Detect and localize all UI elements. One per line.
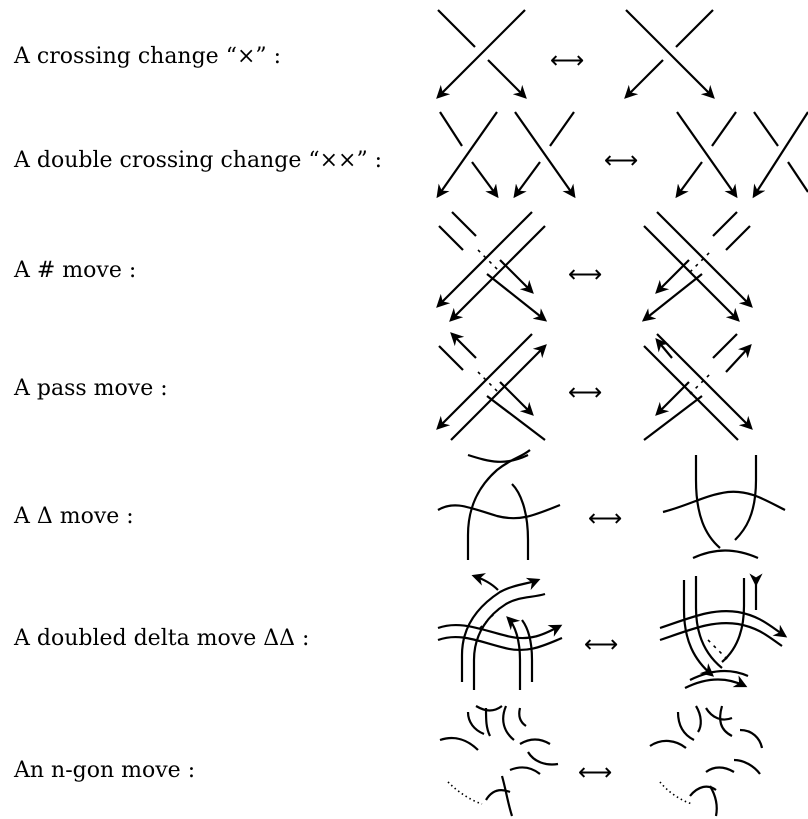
pass-move-left	[436, 332, 547, 441]
delta-move-left	[437, 449, 561, 560]
double-crossing-left	[436, 111, 576, 199]
delta-move-right	[662, 455, 786, 560]
equivalence-arrow-3: ⟷	[568, 260, 603, 288]
label-doubled-delta-move: A doubled delta move ΔΔ :	[14, 626, 310, 651]
equivalence-arrow-4: ⟷	[568, 378, 603, 406]
sharp-move-left	[436, 211, 548, 322]
crossing-change-right	[624, 9, 715, 99]
label-pass-move: A pass move :	[14, 376, 168, 401]
double-crossing-right	[675, 111, 808, 199]
equivalence-arrow-1: ⟷	[550, 46, 585, 74]
crossing-change-left	[436, 9, 527, 99]
n-gon-left	[439, 705, 559, 817]
equivalence-arrow-5: ⟷	[588, 504, 623, 532]
label-sharp-move: A # move :	[14, 258, 137, 283]
equivalence-arrow-2: ⟷	[604, 146, 639, 174]
sharp-move-right	[641, 211, 753, 322]
doubled-delta-left	[437, 573, 563, 690]
pass-move-right	[643, 333, 753, 441]
equivalence-arrow-6: ⟷	[584, 630, 619, 658]
label-double-crossing-change: A double crossing change “××” :	[14, 148, 383, 173]
n-gon-right	[649, 705, 764, 817]
doubled-delta-right	[659, 573, 788, 689]
label-crossing-change: A crossing change “×” :	[14, 44, 282, 69]
label-n-gon-move: An n-gon move :	[14, 758, 196, 783]
equivalence-arrow-7: ⟷	[578, 758, 613, 786]
label-delta-move: A Δ move :	[14, 504, 134, 529]
